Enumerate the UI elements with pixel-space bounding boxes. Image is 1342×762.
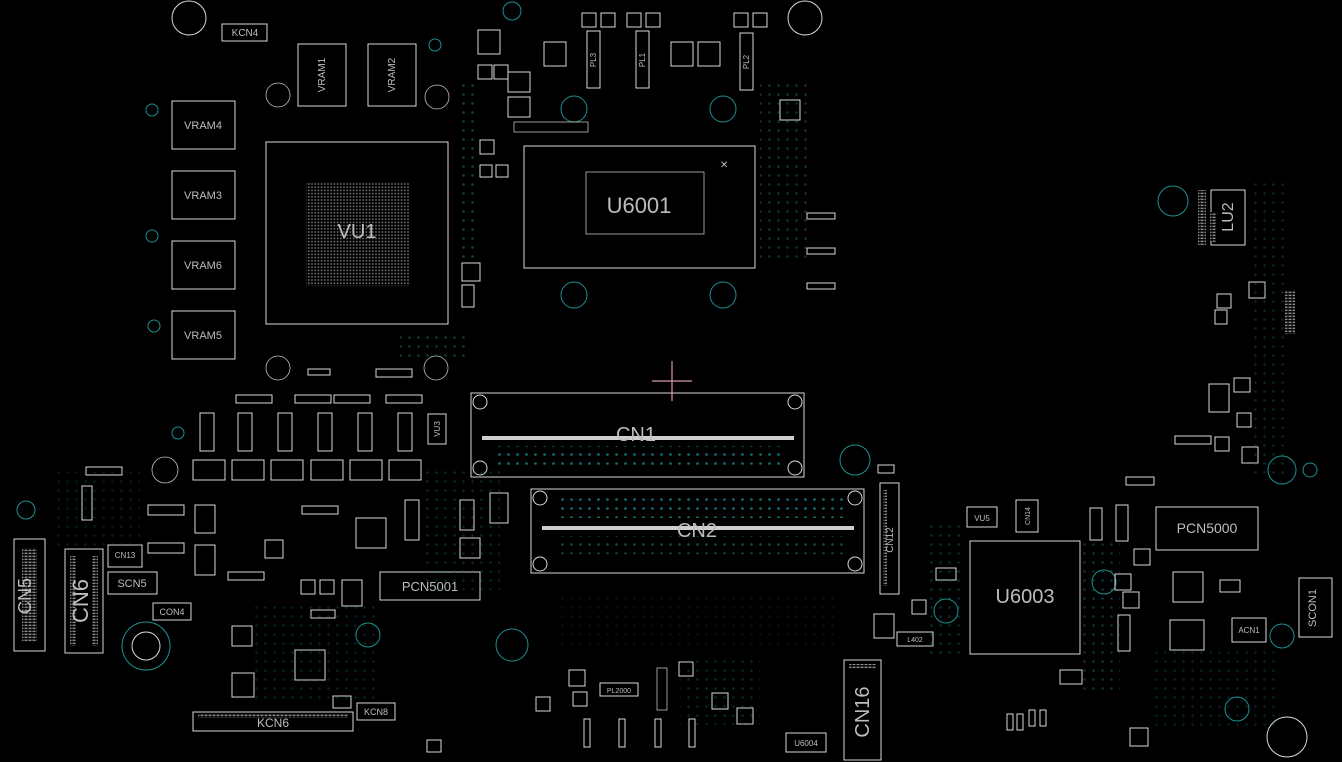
connector-cn16[interactable]: CN16: [843, 659, 882, 761]
vram2-label: VRAM2: [387, 57, 398, 92]
connector-kcn8[interactable]: KCN8: [356, 702, 396, 721]
connector-scon1[interactable]: SCON1: [1298, 577, 1333, 638]
connector-kcn6[interactable]: KCN6: [192, 711, 354, 732]
connector-kcn4[interactable]: KCN4: [221, 23, 268, 42]
connector-con4[interactable]: CON4: [152, 602, 192, 621]
pl1-label: PL1: [638, 52, 647, 67]
chip-vu5[interactable]: VU5: [966, 506, 998, 528]
vram6-chip[interactable]: VRAM6: [171, 240, 236, 290]
connector-cn2[interactable]: CN2: [530, 488, 865, 574]
connector-acn1[interactable]: ACN1: [1231, 617, 1267, 643]
vram6-label: VRAM6: [184, 260, 222, 272]
u6001-label: U6001: [607, 193, 672, 218]
u6004-label: U6004: [794, 739, 818, 748]
lu2-label: LU2: [1220, 202, 1237, 231]
svg-text:✕: ✕: [720, 160, 728, 171]
cn2-label: CN2: [677, 520, 717, 542]
inductor-pl3[interactable]: PL3: [586, 30, 601, 89]
vram1-chip[interactable]: VRAM1: [297, 43, 347, 107]
inductor-pl1[interactable]: PL1: [635, 30, 650, 89]
vram-top-row: VRAM1 VRAM2: [297, 43, 417, 107]
vram3-label: VRAM3: [184, 190, 222, 202]
connector-cn5[interactable]: CN5: [13, 538, 46, 652]
kcn6-label: KCN6: [257, 716, 289, 730]
vram1-label: VRAM1: [317, 57, 328, 92]
pl2-label: PL2: [742, 54, 751, 69]
vram5-label: VRAM5: [184, 330, 222, 342]
connector-cn12[interactable]: CN12: [879, 482, 900, 595]
scn5-label: SCN5: [117, 578, 146, 590]
kcn4-label: KCN4: [232, 28, 259, 39]
chip-u6004[interactable]: U6004: [785, 732, 827, 753]
pl2000-label: PL2000: [607, 688, 631, 695]
cpu-u6001[interactable]: U6001 ✕: [523, 145, 756, 269]
cn13-label: CN13: [115, 551, 136, 560]
l402-label: L402: [907, 637, 923, 644]
acn1-label: ACN1: [1238, 626, 1260, 635]
kcn8-label: KCN8: [364, 707, 388, 717]
vu1-label: VU1: [338, 221, 377, 243]
con4-label: CON4: [159, 607, 184, 617]
vram-left-column: VRAM4 VRAM3 VRAM6 VRAM5: [171, 100, 236, 360]
connector-cn14[interactable]: CN14: [1015, 499, 1039, 533]
vu5-label: VU5: [974, 514, 990, 523]
vu3-label: VU3: [433, 421, 442, 437]
chip-vu3[interactable]: VU3: [427, 413, 447, 445]
vram5-chip[interactable]: VRAM5: [171, 310, 236, 360]
gpu-vu1[interactable]: VU1: [265, 141, 449, 325]
cn16-label: CN16: [852, 686, 874, 737]
vram4-chip[interactable]: VRAM4: [171, 100, 236, 150]
connector-cn1[interactable]: CN1: [470, 392, 805, 478]
pcn5000-label: PCN5000: [1177, 520, 1238, 536]
connector-pcn5000[interactable]: PCN5000: [1155, 506, 1259, 551]
cn14-label: CN14: [1025, 507, 1032, 525]
vram4-label: VRAM4: [184, 120, 222, 132]
vram2-chip[interactable]: VRAM2: [367, 43, 417, 107]
vram3-chip[interactable]: VRAM3: [171, 170, 236, 220]
pl3-label: PL3: [589, 52, 598, 67]
inductor-pl2[interactable]: PL2: [739, 32, 754, 91]
cn5-label: CN5: [15, 578, 35, 614]
connector-scn5[interactable]: SCN5: [107, 571, 158, 595]
cn6-label: CN6: [68, 579, 93, 623]
cn1-label: CN1: [616, 424, 656, 446]
scon1-label: SCON1: [1307, 589, 1319, 627]
u6003-label: U6003: [996, 586, 1055, 608]
via-fields: [50, 80, 1290, 730]
crosshair-cursor-icon: [652, 361, 692, 401]
cn12-label: CN12: [885, 527, 896, 553]
inductor-pl2000[interactable]: PL2000: [599, 682, 639, 697]
connector-cn6[interactable]: CN6: [64, 548, 104, 654]
